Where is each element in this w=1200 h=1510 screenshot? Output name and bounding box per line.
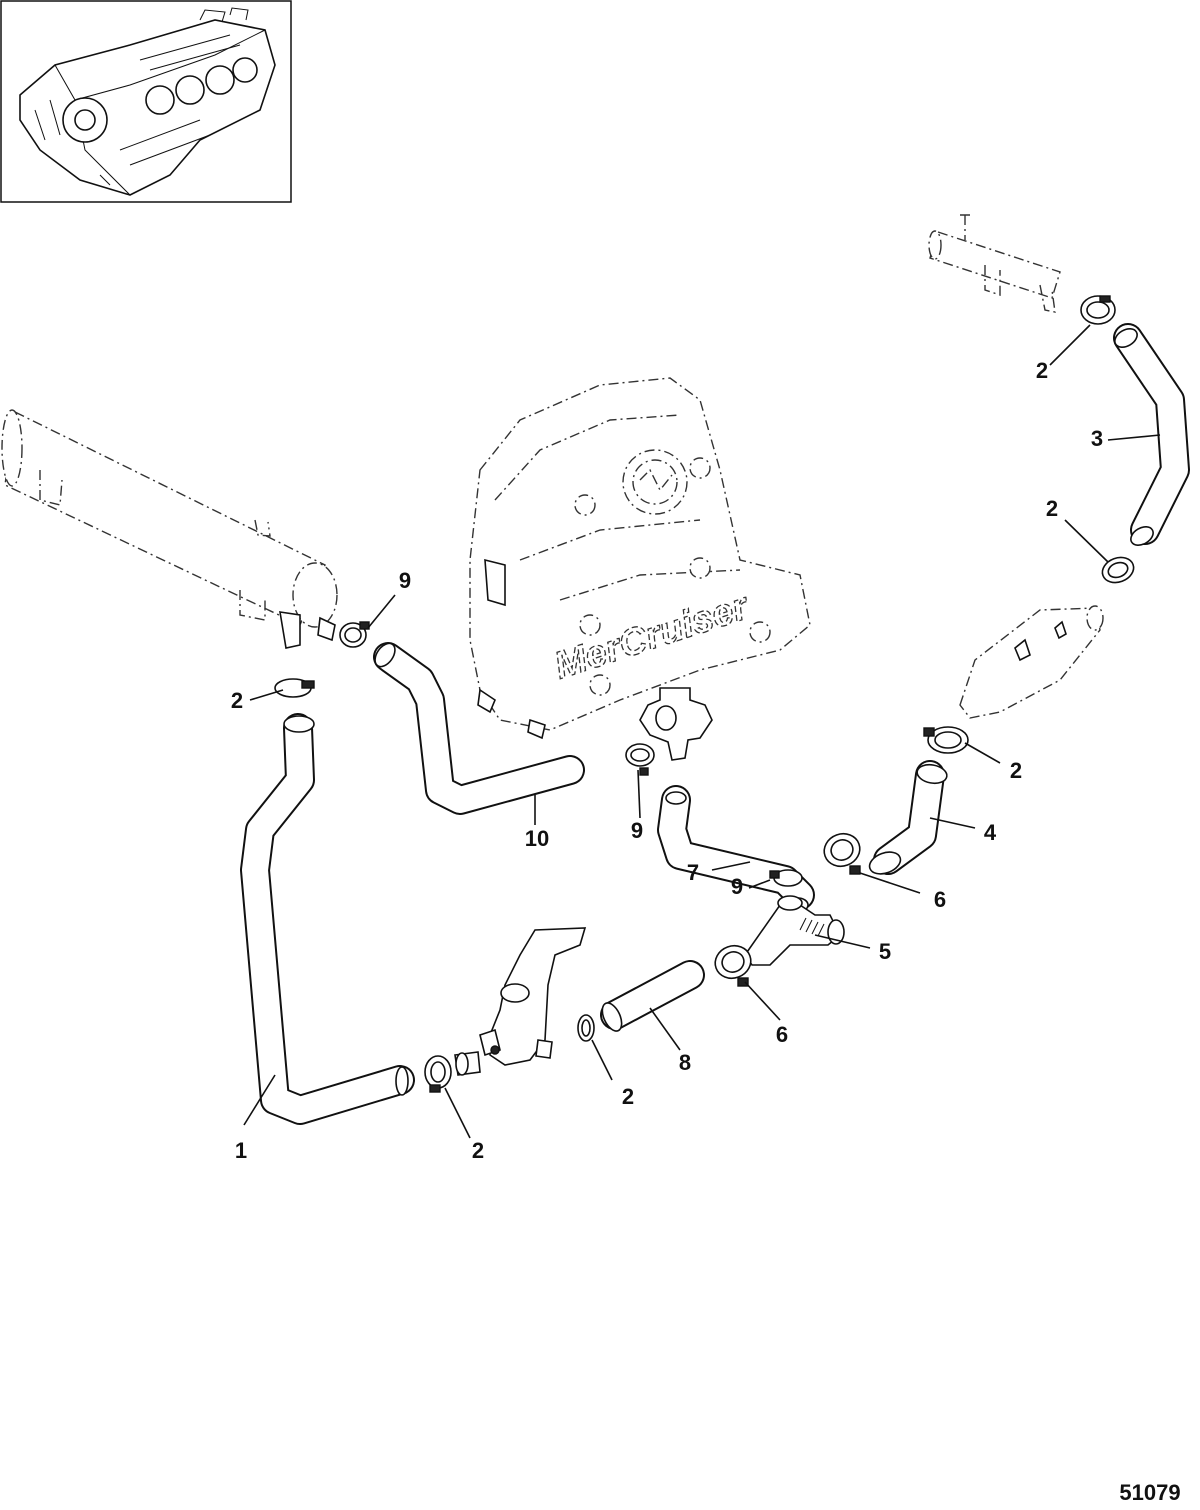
engine-block-icon (19, 7, 276, 196)
clamp-2-left (274, 678, 315, 698)
callout-hose-3: 3 (1091, 426, 1103, 451)
hose-3 (1113, 323, 1190, 546)
clamp-9-top (339, 621, 370, 648)
clamp-2-top-right (1080, 295, 1116, 325)
callout-clamp-9-small: 9 (731, 874, 743, 899)
elbow-fitting-right (959, 605, 1104, 719)
callout-hose-7: 7 (687, 860, 699, 885)
callout-clamp-2-elbow: 2 (1010, 758, 1022, 783)
callout-hose-4: 4 (984, 820, 997, 845)
thermostat-housing (454, 927, 587, 1076)
callout-clamp-2-upper-right: 2 (1036, 358, 1048, 383)
callout-clamp-2-left: 2 (231, 688, 243, 713)
leader-lines (243, 324, 1161, 1139)
callout-clamp-9-middle: 9 (631, 818, 643, 843)
hose-4 (868, 760, 948, 875)
callout-clamp-6-lower: 6 (776, 1022, 788, 1047)
clamp-2-bottom-middle (577, 1014, 595, 1042)
clamp-2-elbow (923, 726, 969, 754)
callout-clamp-2-bottom-middle: 2 (622, 1084, 634, 1109)
heat-exchanger-phantom-left (1, 409, 338, 649)
clamp-2-right-middle (1101, 556, 1135, 584)
callout-clamp-2-bottom-left: 2 (472, 1138, 484, 1163)
clamp-9-middle (625, 743, 655, 776)
callout-hose-10: 10 (525, 826, 549, 851)
hose-10 (373, 642, 585, 815)
callout-hose-8: 8 (679, 1050, 691, 1075)
callout-labels: 1 2 3 2 2 2 4 6 5 6 8 2 2 7 9 9 9 10 (231, 358, 1103, 1163)
clamp-6-upper (823, 832, 861, 875)
callout-hose-1: 1 (235, 1138, 247, 1163)
clamp-6-lower (714, 944, 752, 987)
callout-clamp-9-top: 9 (399, 568, 411, 593)
callout-clamp-6-upper: 6 (934, 887, 946, 912)
callout-clamp-2-right-middle: 2 (1046, 496, 1058, 521)
hose-8 (600, 960, 705, 1032)
engine-inset (0, 0, 292, 203)
heat-exchanger-phantom-top (928, 214, 1061, 313)
figure-number: 51079 (1119, 1480, 1180, 1505)
tee-fitting-5 (744, 895, 845, 966)
hose-1 (240, 713, 415, 1125)
clamp-2-bottom-left (424, 1055, 452, 1093)
exhaust-manifold-phantom: MerCruiser (469, 377, 811, 761)
callout-fitting-5: 5 (879, 939, 891, 964)
clamp-9-small (769, 869, 803, 887)
